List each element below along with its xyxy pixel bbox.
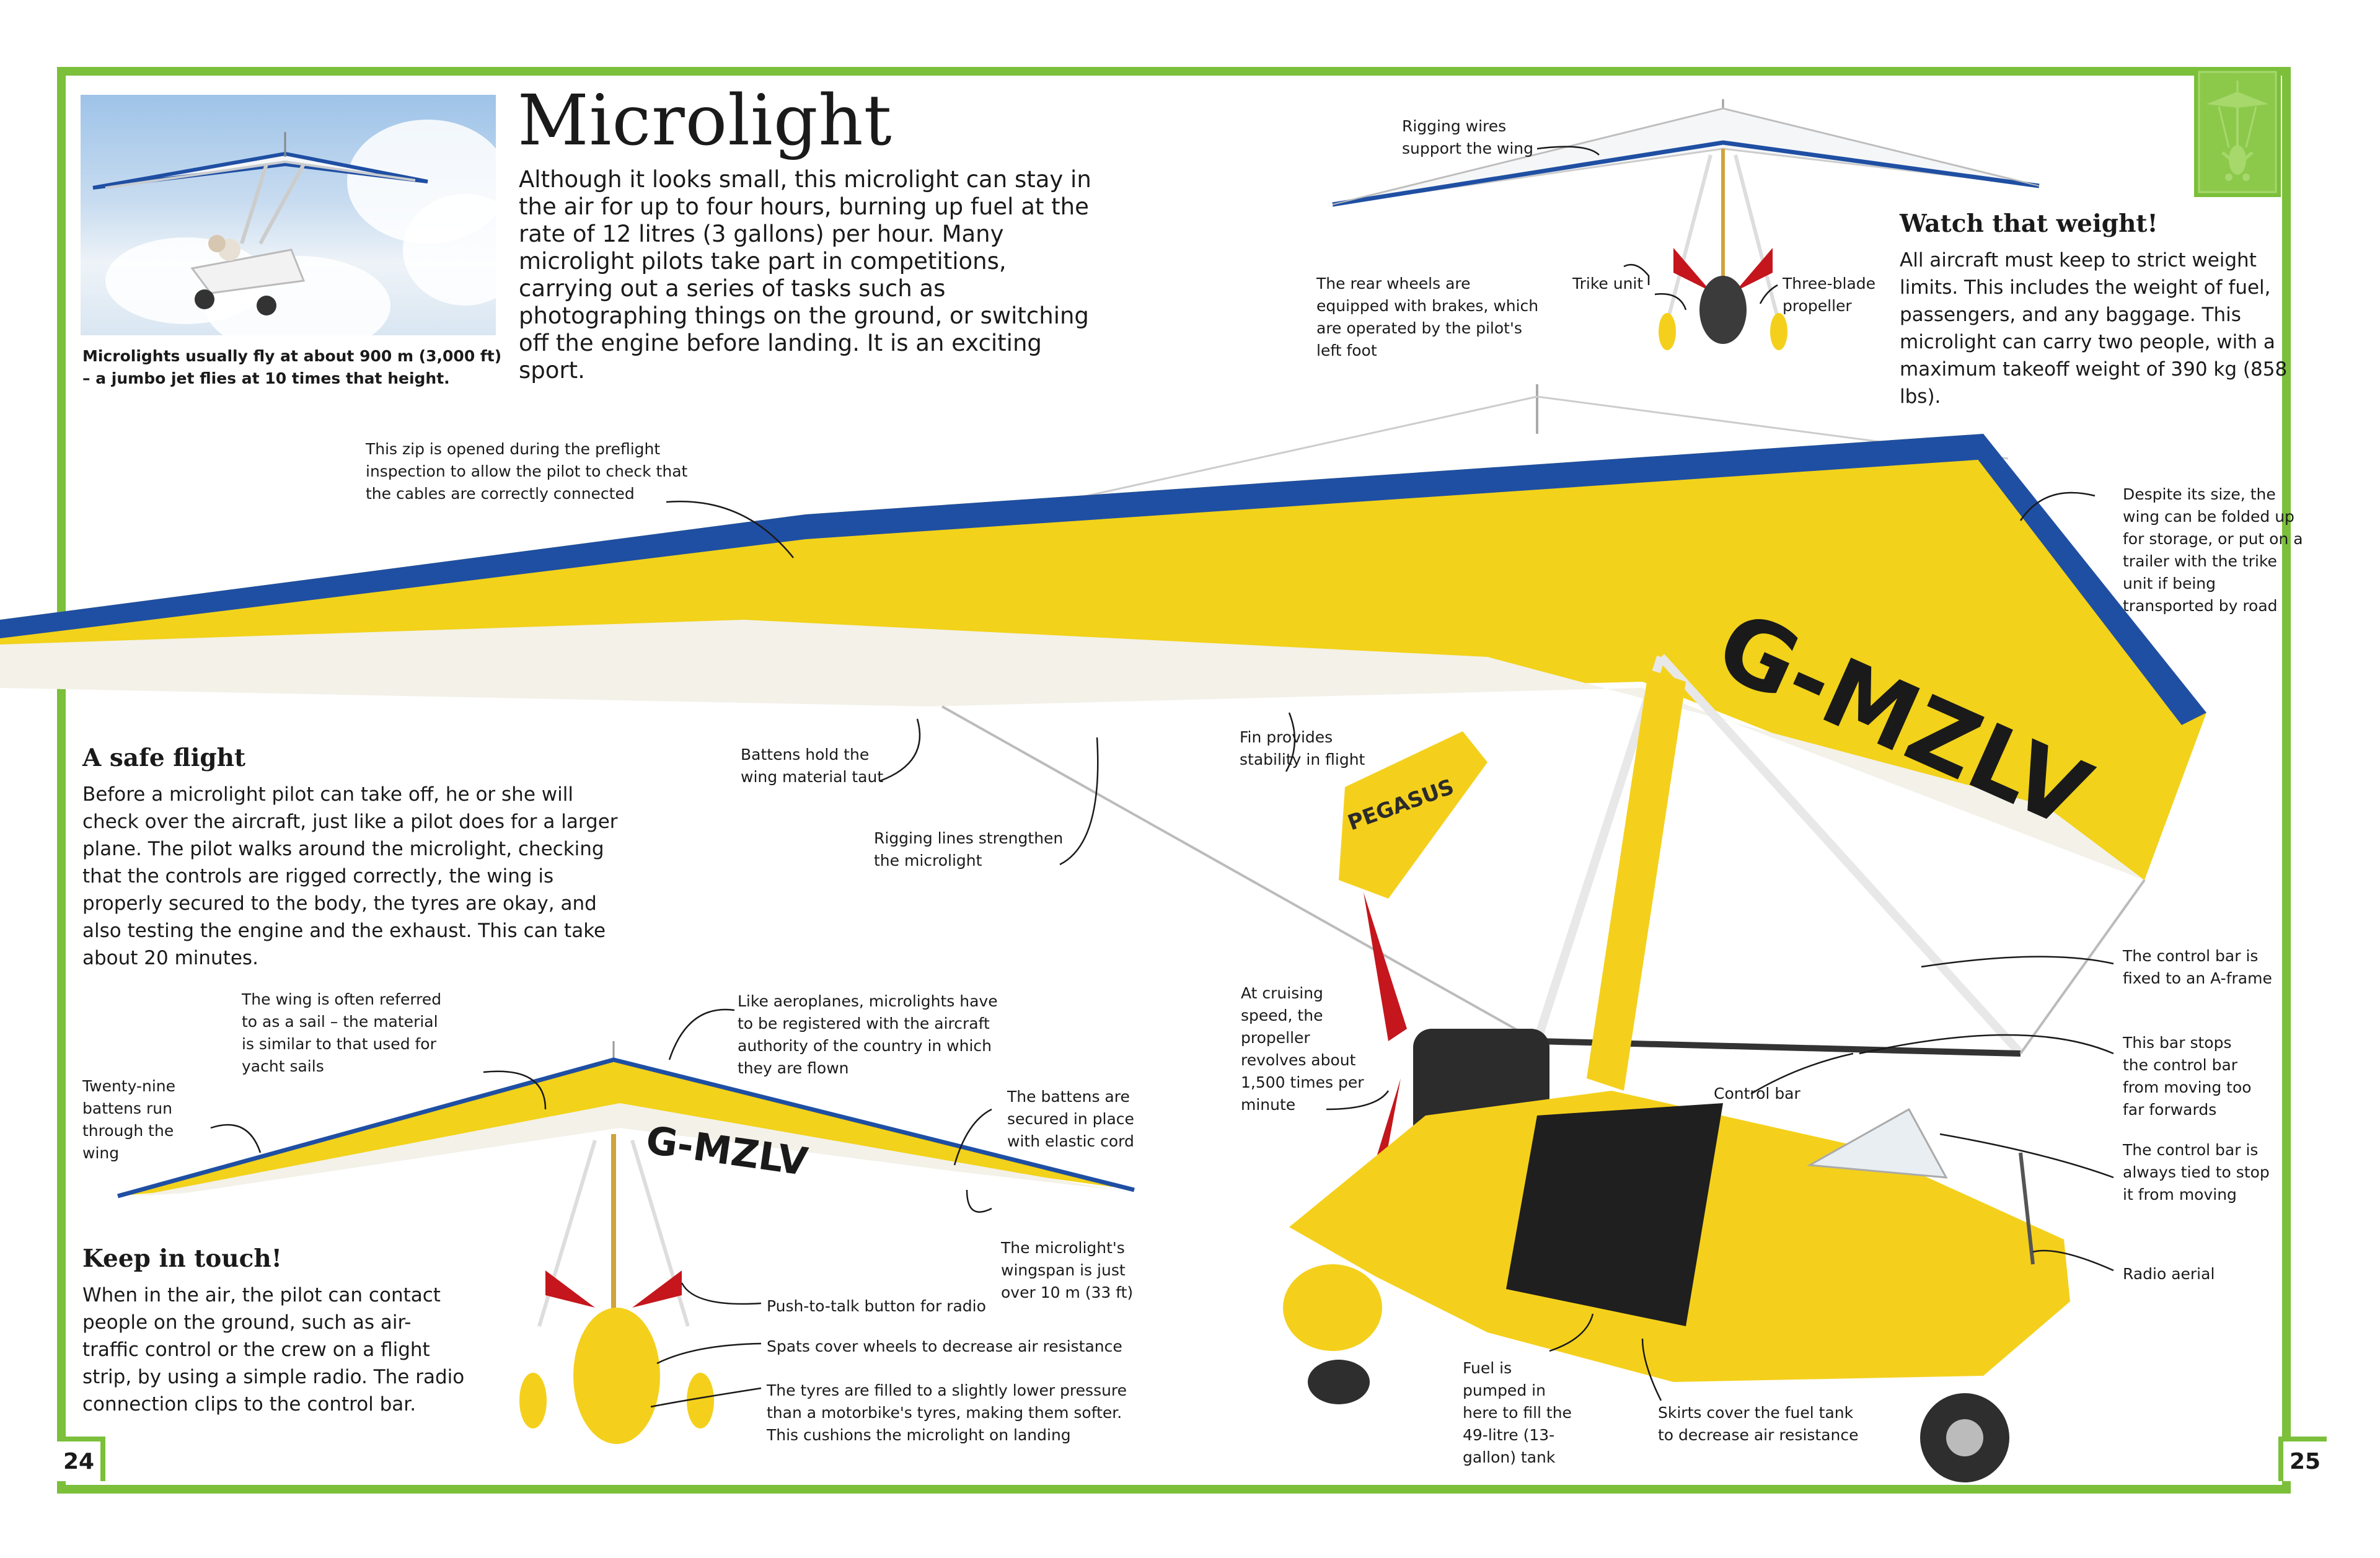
label-trike-unit: Trike unit (1572, 275, 1644, 293)
label-control-bar: Control bar (1714, 1085, 1800, 1102)
label-rigging-lines: Rigging lines strengthen the microlight (874, 829, 1064, 869)
label-zip: This zip is opened during the preflight … (366, 440, 688, 503)
flying-microlight-photo (81, 95, 496, 335)
label-fuel-pumped: Fuel is pumped in here to fill the 49-li… (1463, 1359, 1572, 1466)
page-title: Microlight (518, 81, 892, 161)
weight-heading: Watch that weight! (1900, 209, 2158, 238)
keep-in-touch-body: When in the air, the pilot can contact p… (82, 1284, 465, 1415)
corner-badge (2194, 67, 2281, 197)
safe-flight-heading: A safe flight (82, 744, 246, 772)
label-fin: Fin provides stability in flight (1240, 728, 1365, 768)
label-skirts: Skirts cover the fuel tank to decrease a… (1658, 1404, 1859, 1444)
label-wingspan: The microlight's wingspan is just over 1… (1001, 1239, 1134, 1301)
weight-body: All aircraft must keep to strict weight … (1900, 249, 2288, 408)
label-battens-hold: Battens hold the wing material taut (741, 746, 884, 786)
front-view-microlight-icon (1332, 99, 2040, 350)
label-push-to-talk: Push-to-talk button for radio (767, 1297, 986, 1315)
label-rigging-wires: Rigging wires support the wing (1402, 117, 1534, 157)
label-sail: The wing is often referred to as a sail … (242, 990, 442, 1075)
label-cruising: At cruising speed, the propeller revolve… (1241, 984, 1364, 1114)
label-spats: Spats cover wheels to decrease air resis… (767, 1337, 1122, 1355)
keep-in-touch-heading: Keep in touch! (82, 1244, 282, 1273)
page-frame (57, 67, 2291, 1494)
photo-caption: Microlights usually fly at about 900 m (… (82, 347, 502, 387)
label-bar-stops: This bar stops the control bar from movi… (2123, 1034, 2252, 1119)
label-twenty-nine: Twenty-nine battens run through the wing (82, 1077, 175, 1162)
label-wing-folded: Despite its size, the wing can be folded… (2123, 485, 2303, 615)
microlight-badge-icon (2198, 71, 2277, 193)
label-control-bar-fixed: The control bar is fixed to an A-frame (2123, 947, 2272, 987)
leader-lines (210, 146, 2114, 1408)
page-number-left: 24 (57, 1437, 105, 1481)
photo-microlight-icon (92, 132, 428, 315)
safe-flight-body: Before a microlight pilot can take off, … (82, 783, 618, 969)
label-registered: Like aeroplanes, microlights have to be … (738, 992, 998, 1077)
label-radio-aerial: Radio aerial (2123, 1265, 2215, 1283)
label-battens-secured: The battens are secured in place with el… (1007, 1088, 1134, 1150)
label-tyres: The tyres are filled to a slightly lower… (767, 1381, 1127, 1444)
page-number-right: 25 (2278, 1437, 2327, 1481)
intro-paragraph: Although it looks small, this microlight… (519, 166, 1091, 384)
main-microlight-icon: G-MZLV PEGASUS (0, 384, 2206, 1482)
label-three-blade: Three-blade propeller (1783, 275, 1876, 315)
label-control-bar-tied: The control bar is always tied to stop i… (2123, 1141, 2270, 1204)
label-rear-wheels: The rear wheels are equipped with brakes… (1316, 275, 1539, 359)
